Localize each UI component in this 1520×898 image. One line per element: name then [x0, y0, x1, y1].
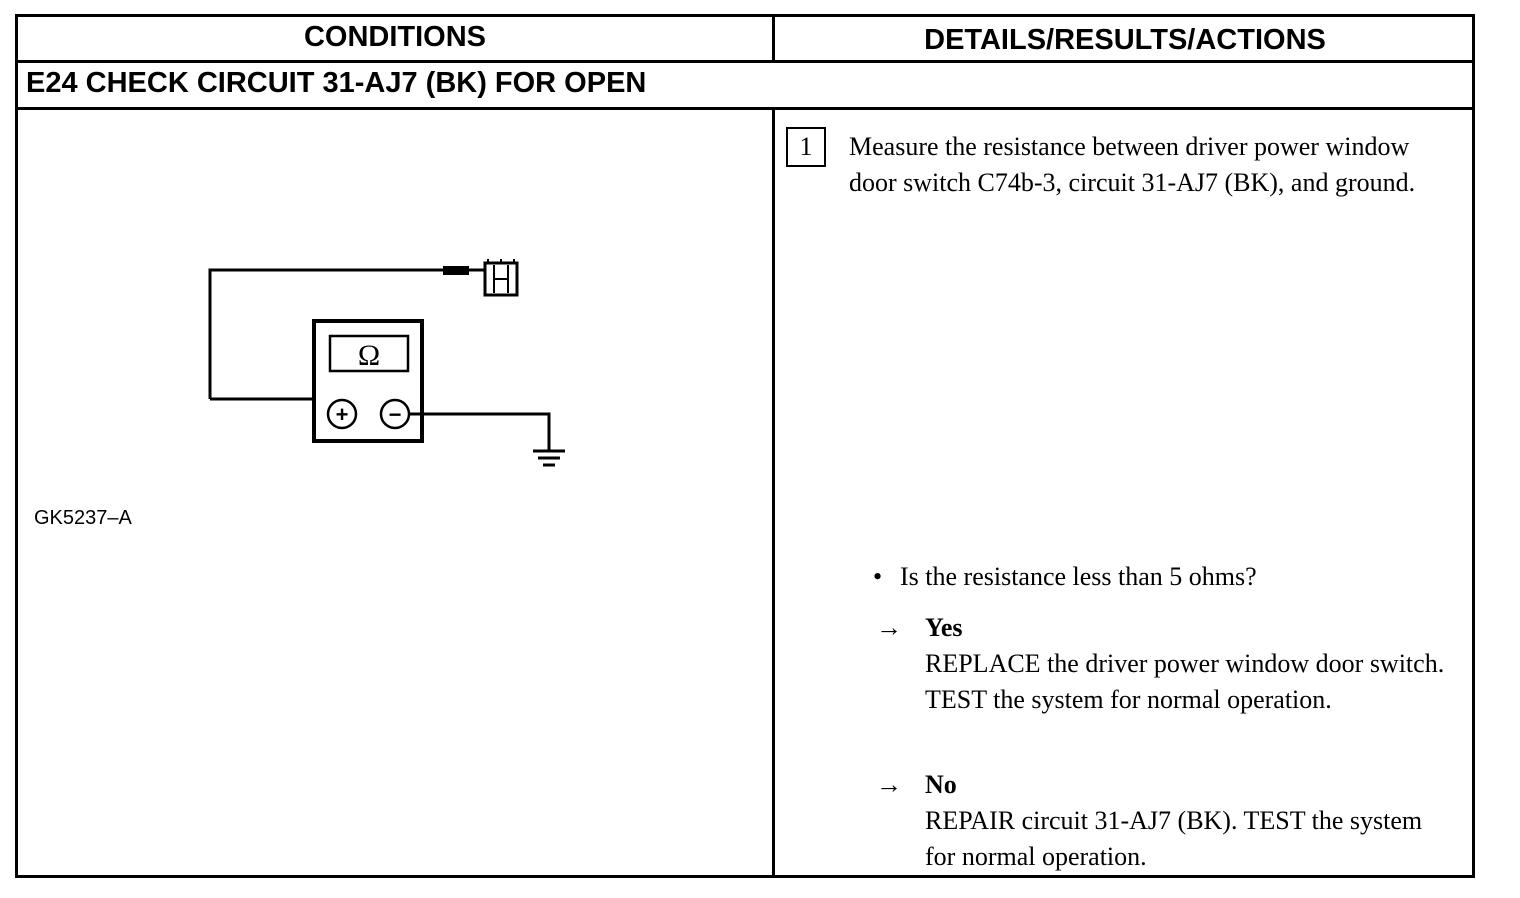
no-text: REPAIR circuit 31-AJ7 (BK). TEST the sys…	[925, 806, 1423, 871]
arrow-right-icon: →	[876, 613, 902, 642]
meter-symbol: Ω	[358, 339, 380, 372]
ohmmeter-diagram: Ω + −	[198, 257, 598, 492]
ground-icon	[533, 449, 565, 467]
step-title: E24 CHECK CIRCUIT 31-AJ7 (BK) FOR OPEN	[26, 67, 647, 99]
diagnostic-table: CONDITIONS DETAILS/RESULTS/ACTIONS E24 C…	[15, 14, 1475, 878]
instruction-text: Measure the resistance between driver po…	[849, 132, 1416, 197]
yes-text: REPLACE the driver power window door swi…	[925, 649, 1445, 714]
details-header: DETAILS/RESULTS/ACTIONS	[775, 17, 1475, 63]
step-number-box: 1	[786, 127, 826, 167]
plus-terminal-label: +	[336, 402, 349, 427]
connector-icon	[469, 259, 519, 297]
question-text: Is the resistance less than 5 ohms?	[900, 562, 1257, 591]
figure-id: GK5237–A	[34, 507, 132, 529]
column-divider	[772, 110, 775, 878]
question: • Is the resistance less than 5 ohms?	[873, 559, 1453, 595]
step-title-row: E24 CHECK CIRCUIT 31-AJ7 (BK) FOR OPEN	[18, 63, 1472, 110]
yes-label: Yes	[925, 613, 963, 642]
conditions-header: CONDITIONS	[18, 17, 775, 63]
arrow-right-icon: →	[876, 770, 902, 799]
bullet-icon: •	[873, 562, 883, 591]
minus-terminal-label: −	[389, 402, 402, 427]
no-label: No	[925, 770, 957, 799]
ohmmeter-icon: Ω + −	[312, 319, 424, 443]
circuit-diagram-icon: Ω + −	[208, 259, 565, 467]
